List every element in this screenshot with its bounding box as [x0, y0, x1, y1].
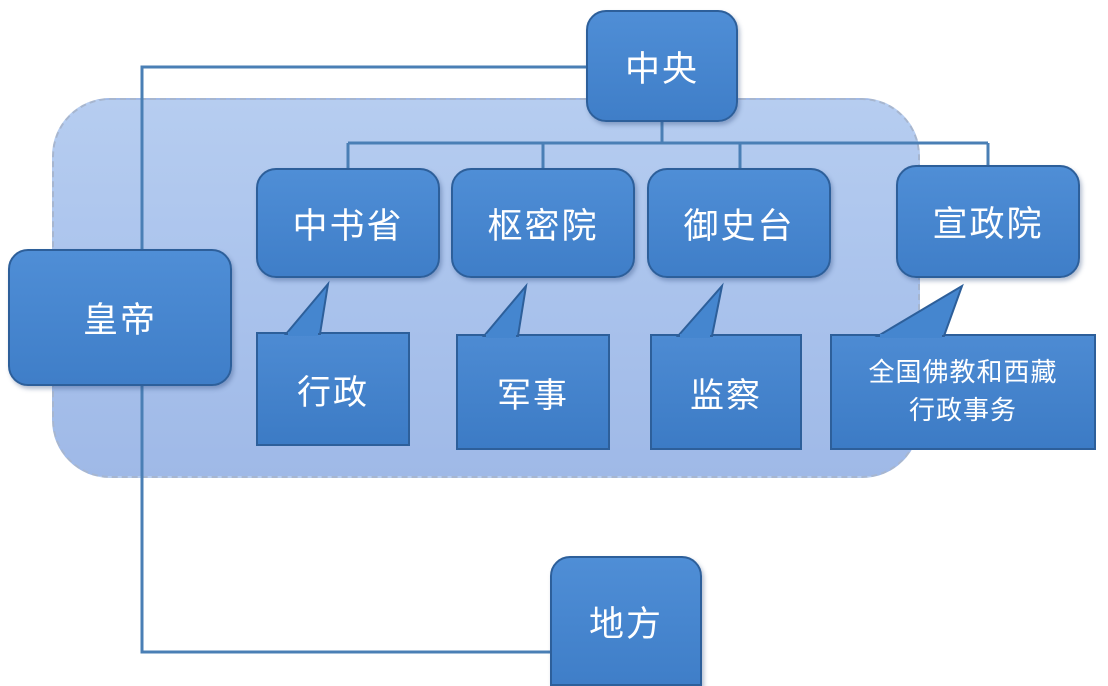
node-local-label: 地方: [588, 604, 663, 645]
line-center-to-emperor: [140, 65, 588, 250]
callout-military: 军事: [456, 334, 610, 450]
node-emperor-label: 皇帝: [82, 301, 157, 341]
callout-supervision: 监察: [650, 334, 802, 450]
node-central: 中央: [586, 10, 738, 122]
node-xuanzhengyuan-label: 宣政院: [932, 205, 1044, 245]
callout-military-label: 军事: [497, 375, 569, 416]
diagram-canvas: 中央 皇帝 地方 中书省 枢密院 御史台 宣政院 行政 军事 监察 全国佛教和西…: [8, 10, 1096, 686]
line-emperor-to-local: [140, 385, 556, 654]
node-shumiyuan-label: 枢密院: [487, 206, 599, 247]
callout-supervision-label: 监察: [690, 375, 762, 416]
node-xuanzhengyuan: 宣政院: [896, 165, 1080, 278]
callout-buddhism-tibet-line1: 全国佛教和西藏: [868, 358, 1058, 388]
node-local: 地方: [550, 556, 702, 686]
callout-administration-label: 行政: [297, 372, 369, 413]
node-zhongshusheng-label: 中书省: [292, 206, 404, 247]
node-yushitai: 御史台: [647, 168, 831, 278]
node-emperor: 皇帝: [8, 249, 232, 386]
node-yushitai-label: 御史台: [683, 206, 795, 247]
node-central-label: 中央: [624, 49, 699, 90]
node-zhongshusheng: 中书省: [256, 168, 440, 278]
callout-buddhism-tibet: 全国佛教和西藏 行政事务: [830, 334, 1096, 450]
node-shumiyuan: 枢密院: [451, 168, 635, 278]
callout-buddhism-tibet-line2: 行政事务: [908, 396, 1017, 426]
callout-administration: 行政: [256, 332, 410, 446]
connector-lines: [140, 65, 990, 654]
